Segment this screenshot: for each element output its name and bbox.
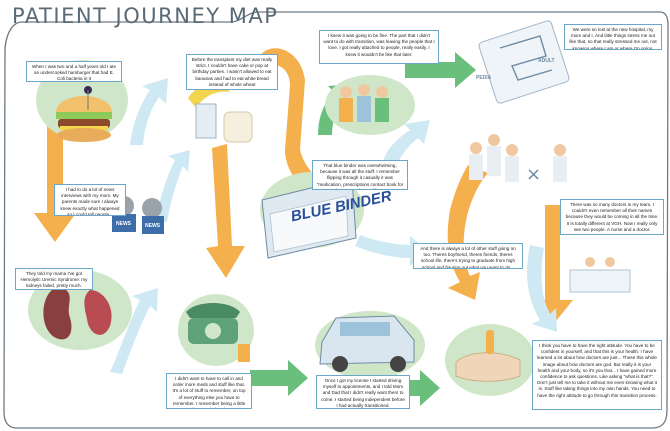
note-doctors: There was so many doctors in my team, I … xyxy=(560,199,664,235)
note-diagnosis: They told my mama I've got Hemolytic Ure… xyxy=(15,268,93,290)
small-figure xyxy=(486,330,494,354)
blue-arrows xyxy=(110,78,557,374)
note-binder: That blue binder was overwhelming, becau… xyxy=(312,160,408,190)
friends-illustration xyxy=(569,257,631,293)
pill-bottle xyxy=(238,344,250,362)
people-illustration xyxy=(339,84,389,122)
frame-border xyxy=(3,11,669,429)
open-hand xyxy=(455,352,521,382)
phone-dial xyxy=(205,323,221,339)
orange-arrow-bottom-right xyxy=(532,205,573,326)
adult-badge: ADULT xyxy=(538,58,555,64)
orange-arrow-loop xyxy=(258,48,330,200)
note-leaving: I knew it was going to be fine. The part… xyxy=(319,30,439,64)
note-other-stuff: And there is always a lot of other stuff… xyxy=(413,243,523,269)
mic-right-box xyxy=(142,216,164,234)
kidney-right xyxy=(84,290,112,335)
blue-arrow-bottom-up xyxy=(110,288,158,374)
blue-arrow-up-left xyxy=(130,78,168,145)
hand-illustration xyxy=(455,330,521,382)
x-mark: × xyxy=(526,164,541,185)
note-attitude: I think you have to have the right attit… xyxy=(532,340,662,410)
burger-bottom-bun xyxy=(57,128,111,142)
milk-carton xyxy=(195,103,217,139)
map-title: PATIENT JOURNEY MAP xyxy=(12,4,279,28)
note-lost: We were so lost at the new hospital, my … xyxy=(564,24,662,50)
maze-lines xyxy=(499,35,553,81)
car-wheel-left xyxy=(332,356,348,372)
phone-illustration xyxy=(186,303,250,362)
green-arrow-bottom xyxy=(250,360,308,396)
blue-arrow-news xyxy=(155,150,190,222)
burger-illustration xyxy=(56,86,112,142)
kidney-illustration xyxy=(43,287,112,340)
news-badge-right: NEWS xyxy=(145,223,160,229)
green-arrow-mid xyxy=(405,52,476,88)
news-badge-left: NEWS xyxy=(116,221,131,227)
doctors-illustration: × xyxy=(469,134,567,185)
note-burger: When I was two and a half years old I at… xyxy=(26,61,122,82)
burger-lettuce xyxy=(56,112,112,119)
maze-illustration xyxy=(478,20,570,104)
car-wheel-right xyxy=(390,356,406,372)
orange-arrow-down-middle xyxy=(206,144,245,278)
blue-arrow-bottom-right xyxy=(527,245,557,332)
bread-slice xyxy=(223,111,253,143)
car-window xyxy=(340,322,390,336)
binder-illustration xyxy=(261,177,357,259)
green-arrow-right xyxy=(380,370,440,406)
food-illustration xyxy=(188,83,253,143)
note-diet: Before the transplant my diet was really… xyxy=(186,54,278,90)
binder-pages xyxy=(269,195,349,253)
note-meds: I didn't want to have to call in and ord… xyxy=(166,373,252,409)
blue-arrow-binder xyxy=(355,235,430,266)
note-news: I had to do a lot of news interviews wit… xyxy=(54,184,126,216)
kidney-left xyxy=(43,287,72,340)
car-illustration xyxy=(319,315,415,372)
note-license: Once I got my license I started driving … xyxy=(316,375,410,409)
burger-patty xyxy=(58,119,110,128)
orange-arrow-curve-right xyxy=(447,165,488,300)
phone-handset xyxy=(186,303,240,318)
mic-right xyxy=(142,198,162,218)
orange-arrow-down-left xyxy=(34,92,76,242)
pedia-badge: PEDIA xyxy=(476,75,492,81)
mic-left-box xyxy=(112,214,136,232)
